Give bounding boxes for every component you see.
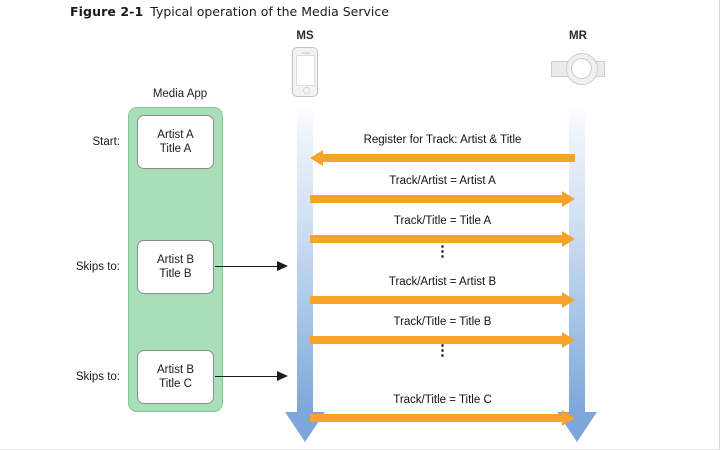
- column-header-mr: MR: [569, 30, 587, 42]
- connector-shaft: [215, 265, 279, 268]
- figure-caption: Figure 2-1 Typical operation of the Media…: [70, 4, 389, 19]
- message-label: Track/Title = Title A: [393, 215, 492, 227]
- message-arrowhead-icon: [562, 291, 575, 308]
- message-arrow: Track/Title = Title B: [310, 316, 575, 348]
- message-bar: [310, 336, 563, 344]
- ellipsis-glyph: ⋮: [435, 342, 450, 359]
- message-bar: [310, 195, 563, 203]
- vertical-ellipsis-icon: ⋮: [310, 243, 575, 260]
- track-box: Artist B Title B: [137, 240, 214, 294]
- lifeline-ms: [285, 108, 325, 443]
- phone-speaker-icon: [301, 51, 310, 54]
- media-app-title: Media App: [152, 88, 208, 100]
- message-bar: [310, 414, 563, 422]
- message-arrow: Track/Artist = Artist B: [310, 276, 575, 308]
- figure-title: Typical operation of the Media Service: [150, 4, 389, 19]
- phone-icon: [292, 47, 318, 97]
- message-bar: [310, 235, 563, 243]
- message-label: Track/Artist = Artist B: [388, 276, 497, 288]
- figure-number: Figure 2-1: [70, 4, 144, 19]
- skip-connector-arrow-icon: [215, 371, 293, 382]
- message-arrow: Track/Title = Title A: [310, 215, 575, 247]
- watch-icon: [551, 52, 605, 86]
- track-title: Title B: [159, 268, 192, 280]
- column-header-ms: MS: [296, 30, 314, 42]
- message-arrowhead-icon: [562, 230, 575, 247]
- connector-arrowhead: [277, 261, 288, 271]
- message-arrow: Track/Title = Title C: [310, 394, 575, 426]
- connector-shaft: [215, 375, 279, 378]
- message-bar: [310, 296, 563, 304]
- message-arrowhead-icon: [310, 149, 323, 166]
- skip-connector-arrow-icon: [215, 261, 293, 272]
- track-title: Title C: [159, 378, 192, 390]
- watch-face: [566, 53, 598, 85]
- track-side-label: Skips to:: [75, 261, 120, 273]
- message-arrowhead-icon: [562, 409, 575, 426]
- vertical-ellipsis-icon: ⋮: [310, 342, 575, 359]
- message-arrow: Track/Artist = Artist A: [310, 175, 575, 207]
- message-arrowhead-icon: [562, 190, 575, 207]
- watch-face-inner: [571, 58, 592, 79]
- message-label: Register for Track: Artist & Title: [363, 134, 522, 146]
- phone-home-button-icon: [302, 87, 310, 94]
- message-label: Track/Title = Title B: [393, 316, 492, 328]
- track-box: Artist A Title A: [137, 115, 214, 169]
- track-artist: Artist B: [156, 364, 195, 376]
- track-artist: Artist A: [157, 129, 194, 141]
- track-side-label: Start:: [92, 136, 120, 148]
- message-arrowhead-icon: [562, 331, 575, 348]
- phone-screen: [295, 55, 315, 86]
- message-label: Track/Artist = Artist A: [389, 175, 496, 187]
- track-side-label: Skips to:: [75, 371, 120, 383]
- track-box: Artist B Title C: [137, 350, 214, 404]
- ellipsis-glyph: ⋮: [435, 243, 450, 260]
- message-bar: [322, 154, 575, 162]
- message-label: Track/Title = Title C: [393, 394, 492, 406]
- track-artist: Artist B: [156, 254, 195, 266]
- message-arrow: Register for Track: Artist & Title: [310, 134, 575, 166]
- lifeline-shaft: [297, 108, 313, 413]
- track-title: Title A: [159, 143, 192, 155]
- connector-arrowhead: [277, 371, 288, 381]
